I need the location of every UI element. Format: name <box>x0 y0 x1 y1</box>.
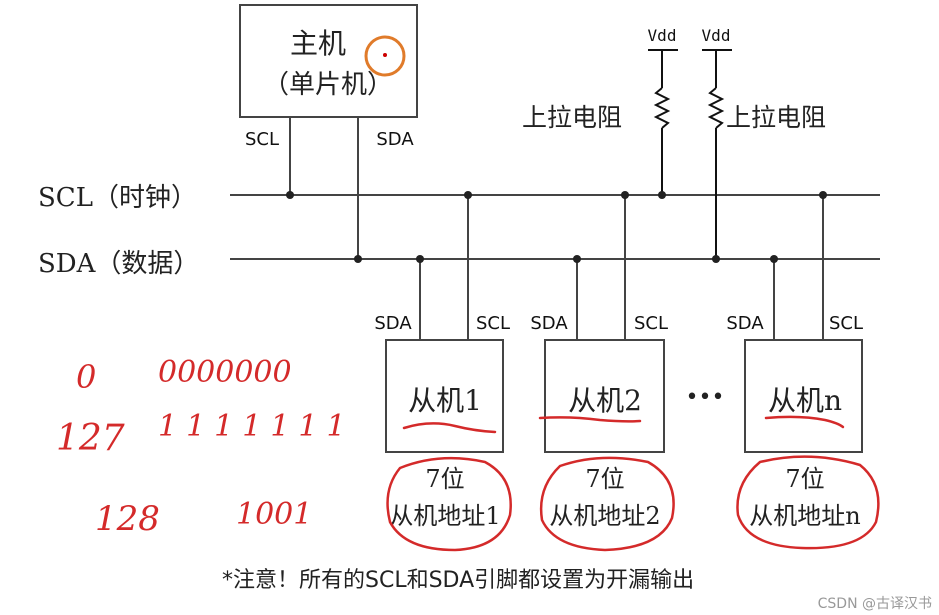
hand-number: 0000000 <box>158 355 292 390</box>
master-box <box>239 4 418 118</box>
junction-dot <box>354 255 362 263</box>
slave-box <box>744 339 863 453</box>
master-title: 主机 <box>290 27 346 60</box>
hand-number: 128 <box>95 499 160 539</box>
master-scl-pin: SCL <box>245 129 279 150</box>
junction-dot <box>712 255 720 263</box>
cursor-dot <box>383 53 387 57</box>
slave-addr-line1: 7位 <box>785 465 824 493</box>
resistor-zigzag <box>707 87 725 129</box>
junction-dot <box>464 191 472 199</box>
slave-addr-line1: 7位 <box>425 465 464 493</box>
junction-dot <box>770 255 778 263</box>
pullup-label: 上拉电阻 <box>726 103 826 132</box>
slave-name: 从机n <box>768 384 842 417</box>
master-subtitle: （单片机） <box>263 70 393 100</box>
slave-addr-line2: 从机地址2 <box>549 502 660 530</box>
handwritten-numbers: 0 0000000 127 1111111 128 1001 <box>56 355 355 539</box>
junction-dot <box>286 191 294 199</box>
sda-bus-label: SDA（数据） <box>38 249 199 279</box>
hand-number: 127 <box>56 418 125 459</box>
vdd-label: Vdd <box>648 26 677 45</box>
slave-sda-pin: SDA <box>726 313 764 334</box>
underline-slave-1 <box>402 422 497 434</box>
watermark: CSDN @古译汉书 <box>818 596 932 612</box>
bus-lines: SCL（时钟） SDA（数据） <box>38 183 880 279</box>
slave-device-2: SDA SCL 从机2 7位 从机地址2 <box>530 195 668 530</box>
junction-dots <box>286 191 827 263</box>
cursor-highlight <box>364 35 406 77</box>
footnote: *注意！所有的SCL和SDA引脚都设置为开漏输出 <box>222 568 694 593</box>
slave-name: 从机2 <box>568 384 642 417</box>
junction-dot <box>621 191 629 199</box>
pullup-resistor-1: Vdd 上拉电阻 <box>522 26 678 195</box>
slave-device-1: SDA SCL 从机1 7位 从机地址1 <box>374 195 510 530</box>
master-device: 主机 （单片机） SCL SDA <box>239 4 418 150</box>
junction-dot <box>416 255 424 263</box>
scl-bus-label: SCL（时钟） <box>38 183 197 213</box>
slave-addr-line1: 7位 <box>585 465 624 493</box>
hand-number: 0 <box>76 358 96 396</box>
slave-name: 从机1 <box>408 384 482 417</box>
slave-scl-pin: SCL <box>634 313 668 334</box>
pullup-resistor-2: Vdd 上拉电阻 <box>702 26 826 259</box>
master-sda-pin: SDA <box>376 129 414 150</box>
ellipsis-dots: ••• <box>686 385 725 410</box>
circle-addr-n <box>736 455 880 550</box>
slave-box <box>385 339 504 453</box>
junction-dot <box>573 255 581 263</box>
handwritten-annotations <box>386 415 880 552</box>
circle-addr-2 <box>539 456 675 552</box>
resistor-zigzag <box>653 87 671 129</box>
slave-addr-line2: 从机地址n <box>749 502 860 530</box>
slave-sda-pin: SDA <box>374 313 412 334</box>
vdd-label: Vdd <box>702 26 731 45</box>
slave-sda-pin: SDA <box>530 313 568 334</box>
slave-scl-pin: SCL <box>829 313 863 334</box>
junction-dot <box>658 191 666 199</box>
slave-device-n: SDA SCL 从机n 7位 从机地址n <box>726 195 863 530</box>
underline-slave-2 <box>538 416 642 423</box>
hand-number: 1111111 <box>158 409 355 444</box>
underline-slave-n <box>764 415 845 429</box>
circle-addr-1 <box>386 456 512 552</box>
junction-dot <box>819 191 827 199</box>
slave-box <box>544 339 665 453</box>
slave-scl-pin: SCL <box>476 313 510 334</box>
pullup-label: 上拉电阻 <box>522 103 622 132</box>
hand-number: 1001 <box>236 497 312 532</box>
slave-addr-line2: 从机地址1 <box>389 502 500 530</box>
